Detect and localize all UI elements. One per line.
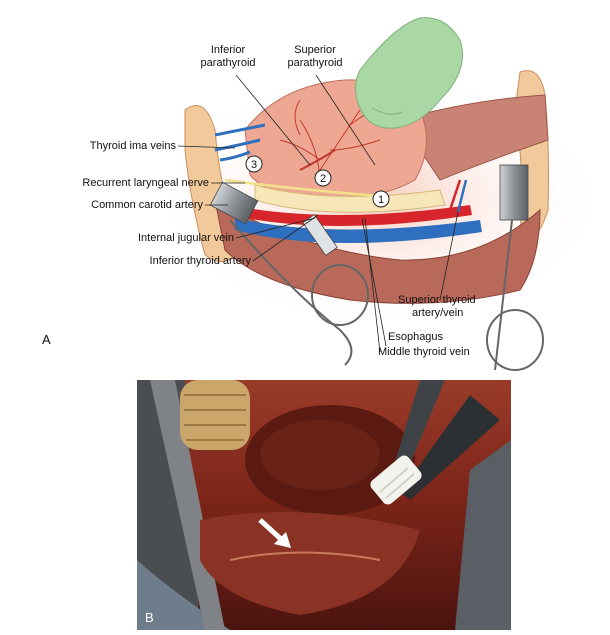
label-superior-thyroid-2: artery/vein bbox=[412, 307, 463, 319]
label-esophagus: Esophagus bbox=[388, 331, 444, 343]
photo-thyroid-highlight bbox=[260, 420, 380, 490]
label-middle-thyroid-vein: Middle thyroid vein bbox=[378, 346, 470, 358]
label-inferior-thyroid-artery: Inferior thyroid artery bbox=[150, 255, 252, 267]
panel-a-illustration: 1 2 3 Inferior parathyroid Superior para… bbox=[42, 17, 610, 371]
label-inferior-parathyroid-1: Inferior bbox=[211, 44, 246, 56]
recurrent-laryngeal-nerve-drawing bbox=[224, 178, 381, 198]
right-retractor bbox=[486, 164, 544, 371]
photo-forceps-2 bbox=[400, 395, 500, 500]
strap-muscle bbox=[399, 94, 549, 181]
middle-clamp bbox=[302, 214, 369, 326]
label-superior-thyroid-1: Superior thyroid bbox=[398, 294, 476, 306]
label-superior-parathyroid-1: Superior bbox=[294, 44, 336, 56]
muscle-bed bbox=[214, 199, 541, 304]
photo-trachea-region bbox=[200, 512, 420, 615]
panel-b-letter: B bbox=[145, 610, 154, 625]
surgeon-glove bbox=[355, 17, 463, 129]
inferior-thyroid-artery-drawing bbox=[299, 149, 336, 171]
superior-thyroid-artery-drawing bbox=[448, 179, 462, 211]
right-drape bbox=[455, 440, 511, 630]
internal-jugular-vein-drawing bbox=[235, 218, 482, 244]
thyroid-ima-veins-drawing bbox=[214, 123, 266, 162]
bottom-left-drape bbox=[137, 560, 230, 630]
superior-thyroid-vein-drawing bbox=[456, 179, 468, 213]
photo-glove bbox=[180, 380, 250, 450]
marker-1: 1 bbox=[372, 190, 390, 208]
label-thyroid-ima-veins: Thyroid ima veins bbox=[90, 140, 177, 152]
leader-lines bbox=[177, 74, 459, 353]
svg-text:3: 3 bbox=[251, 159, 257, 171]
label-superior-parathyroid-2: parathyroid bbox=[287, 57, 342, 69]
label-inferior-parathyroid-2: parathyroid bbox=[200, 57, 255, 69]
marker-3: 3 bbox=[245, 155, 263, 173]
photo-gauze-pledget bbox=[370, 455, 422, 505]
svg-text:2: 2 bbox=[320, 173, 326, 185]
label-internal-jugular-vein: Internal jugular vein bbox=[138, 232, 234, 244]
glove-finger-crease bbox=[371, 107, 403, 115]
common-carotid-artery-drawing bbox=[230, 205, 472, 226]
panel-a-letter: A bbox=[42, 332, 51, 347]
photo-glove-folds bbox=[184, 394, 246, 441]
left-retractor bbox=[209, 181, 353, 366]
label-recurrent-laryngeal-nerve: Recurrent laryngeal nerve bbox=[82, 177, 209, 189]
photo-nerve bbox=[229, 551, 381, 561]
trachea bbox=[254, 184, 446, 213]
photo-arrow bbox=[258, 518, 291, 548]
svg-text:1: 1 bbox=[378, 194, 384, 206]
label-common-carotid-artery: Common carotid artery bbox=[91, 199, 203, 211]
panel-b-photo: B bbox=[137, 380, 511, 630]
marker-2: 2 bbox=[314, 169, 332, 187]
